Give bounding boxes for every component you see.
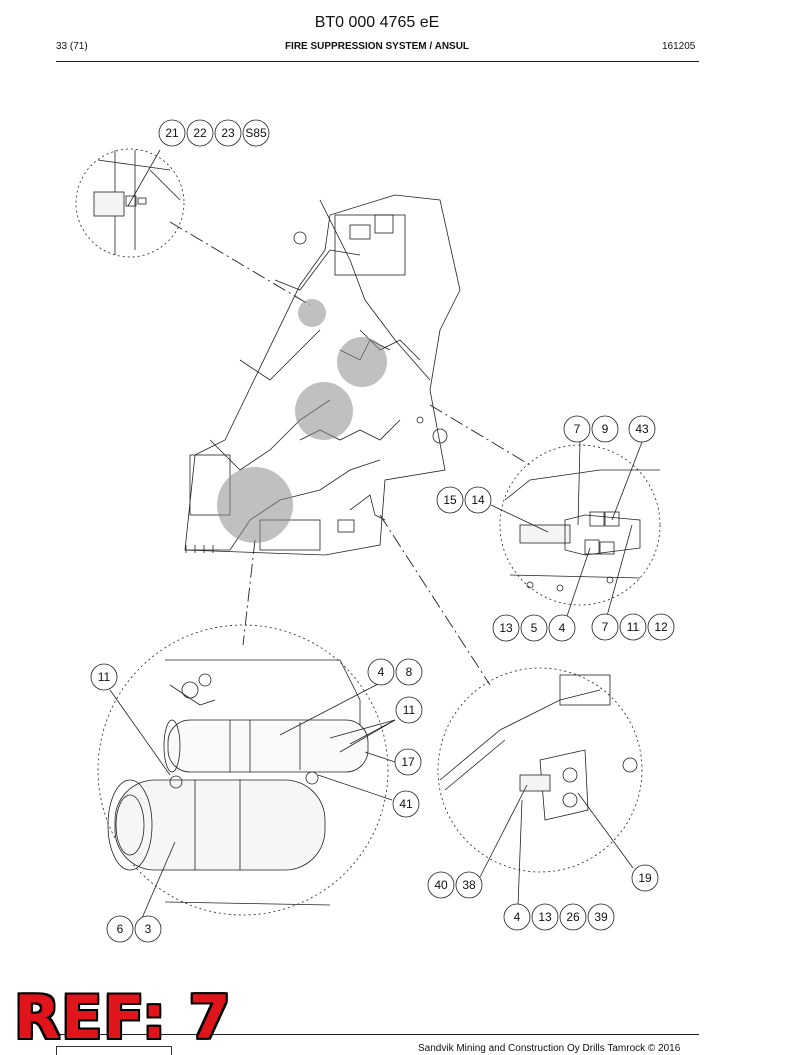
callout: 23 — [221, 126, 235, 140]
detail-right — [490, 441, 661, 629]
callout: 13 — [538, 910, 552, 924]
callout: 5 — [531, 621, 538, 635]
section-title: FIRE SUPPRESSION SYSTEM / ANSUL — [284, 41, 470, 52]
callout: 19 — [638, 871, 652, 885]
footer-rule — [56, 1034, 699, 1035]
callout: 7 — [574, 422, 581, 436]
callout: S85 — [245, 126, 267, 140]
callout: 4 — [559, 621, 566, 635]
ref-stamp: REF: 7 — [14, 983, 232, 1053]
document-code: BT0 000 4765 eE — [314, 14, 440, 31]
callout: 8 — [406, 665, 413, 679]
callout: 21 — [165, 126, 179, 140]
callout: 4 — [514, 910, 521, 924]
callout: 39 — [594, 910, 608, 924]
detail-lower-right — [437, 667, 643, 907]
callouts-lower-right: 40 38 19 4 13 26 39 — [427, 864, 659, 931]
date-code: 161205 — [662, 41, 696, 52]
callout: 6 — [117, 922, 124, 936]
callout: 22 — [193, 126, 207, 140]
callout: 11 — [403, 703, 416, 717]
callout: 7 — [602, 620, 609, 634]
callout: 13 — [499, 621, 513, 635]
header-rule — [56, 61, 699, 62]
footer-copyright: Sandvik Mining and Construction Oy Drill… — [418, 1043, 681, 1054]
callout: 11 — [627, 620, 640, 634]
callout: 11 — [98, 670, 111, 684]
machine-frame — [184, 194, 461, 556]
detail-top — [75, 148, 185, 258]
callouts-right: 7 9 43 15 14 13 5 4 7 11 12 — [436, 415, 675, 642]
detail-connectors — [169, 221, 531, 686]
callouts-lower-left: 11 4 8 11 17 41 6 3 — [90, 658, 423, 943]
detail-lower-left — [97, 624, 396, 919]
brand-logo — [56, 1046, 172, 1055]
callout: 38 — [462, 878, 476, 892]
callouts-top: 21 22 23 S85 — [158, 119, 270, 147]
callout: 17 — [401, 755, 415, 769]
callout: 3 — [145, 922, 152, 936]
callout: 41 — [399, 797, 413, 811]
callout: 14 — [471, 493, 485, 507]
callout: 9 — [602, 422, 609, 436]
callout: 15 — [443, 493, 457, 507]
callout: 43 — [635, 422, 649, 436]
page-number: 33 (71) — [56, 41, 88, 52]
callout: 40 — [434, 878, 448, 892]
callout: 26 — [566, 910, 580, 924]
highlight-markers — [217, 299, 387, 543]
callout: 12 — [654, 620, 668, 634]
callout: 4 — [378, 665, 385, 679]
